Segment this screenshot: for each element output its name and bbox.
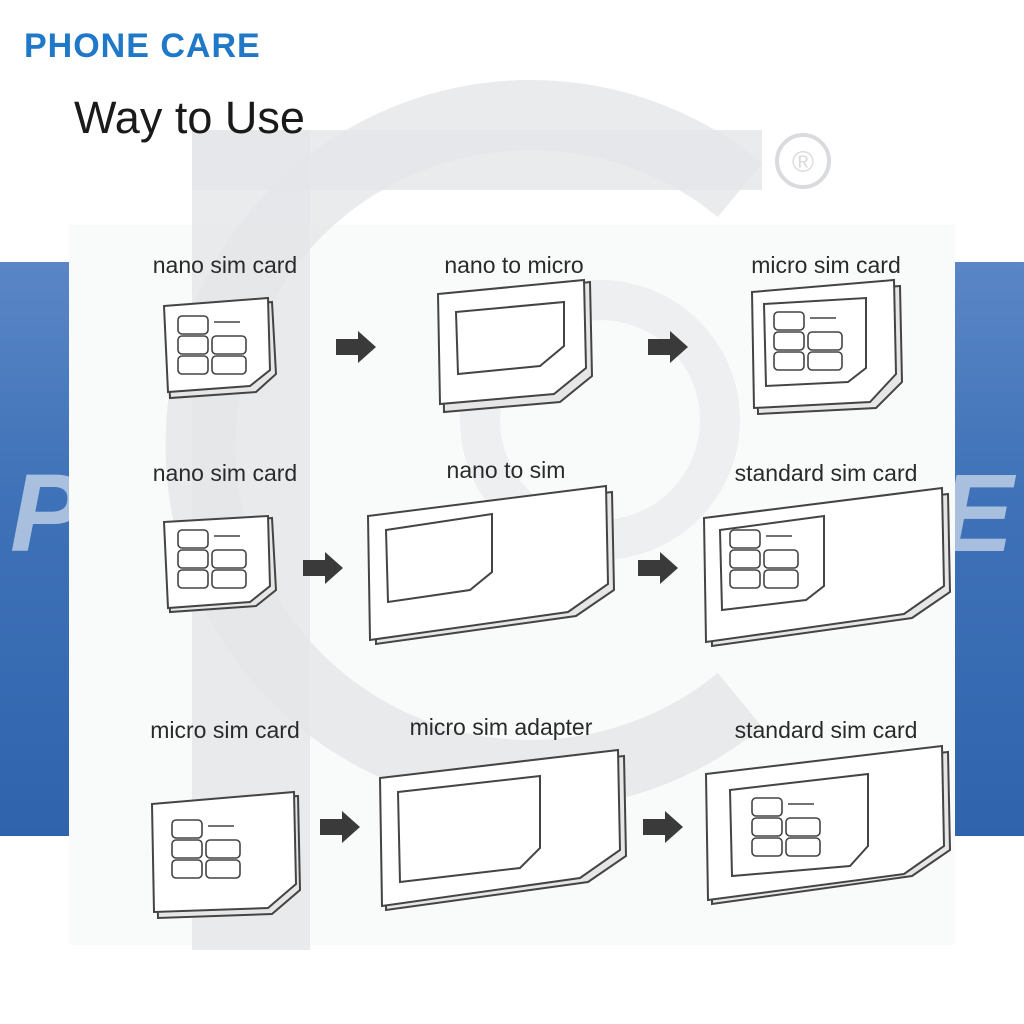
row2-arrow-2-icon <box>638 552 678 584</box>
row3-arrow-2-icon <box>643 811 683 843</box>
row1-from-label: nano sim card <box>152 252 298 278</box>
row3-adapter-label: micro sim adapter <box>409 714 593 740</box>
row1-nano-card-icon <box>162 296 278 400</box>
blue-band-right <box>955 262 1024 836</box>
row1-adapter-label: nano to micro <box>444 252 584 278</box>
row3-arrow-1-icon <box>320 811 360 843</box>
row2-nano-card-icon <box>162 514 278 614</box>
row1-nano-to-micro-adapter-icon <box>436 278 594 414</box>
row2-nano-to-sim-adapter-icon <box>366 484 616 646</box>
row2-adapter-label: nano to sim <box>446 457 566 483</box>
row1-micro-card-icon <box>750 278 904 416</box>
brand-logo-text: PHONE CARE <box>24 27 261 65</box>
row3-micro-sim-adapter-icon <box>378 748 628 912</box>
row1-arrow-2-icon <box>648 331 688 363</box>
blue-band-left <box>0 262 69 836</box>
row2-arrow-1-icon <box>303 552 343 584</box>
row3-micro-card-icon <box>150 790 302 920</box>
row2-standard-card-icon <box>702 486 952 648</box>
row3-result-label: standard sim card <box>734 717 918 743</box>
row1-result-label: micro sim card <box>751 252 901 278</box>
row1-arrow-1-icon <box>336 331 376 363</box>
row3-from-label: micro sim card <box>150 717 300 743</box>
row2-from-label: nano sim card <box>152 460 298 486</box>
row2-result-label: standard sim card <box>734 460 918 486</box>
page-heading: Way to Use <box>74 92 305 143</box>
row3-standard-card-icon <box>704 744 952 906</box>
